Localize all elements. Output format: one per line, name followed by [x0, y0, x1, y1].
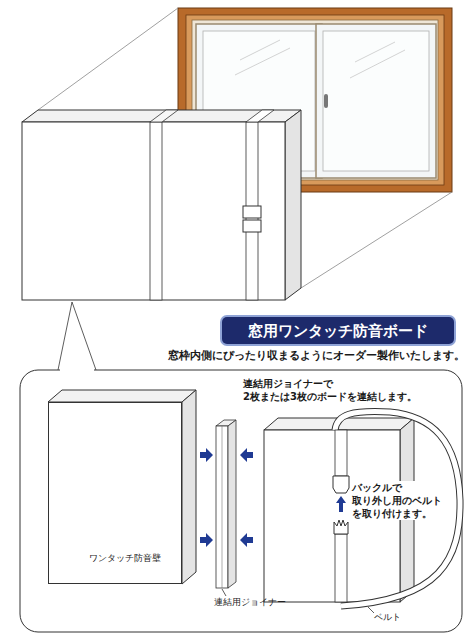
- belt: [335, 412, 460, 606]
- board-top: [22, 110, 301, 122]
- leader-line: [368, 607, 374, 613]
- subtitle-note: 窓枠内側にぴったり収まるようにオーダー製作いたします。: [168, 349, 465, 363]
- part-name: 連結用ジョイナー: [214, 597, 286, 608]
- glass-glare: [235, 48, 290, 75]
- window-sash: [316, 24, 436, 178]
- part-name: ベルト: [374, 612, 401, 623]
- belt: [335, 412, 460, 606]
- board-front: [22, 122, 285, 300]
- leader-line: [222, 589, 226, 596]
- callout-line: [72, 302, 96, 370]
- direction-arrow: [336, 496, 346, 512]
- direction-arrow: [240, 448, 253, 462]
- direction-arrow: [240, 533, 253, 547]
- glass-glare: [240, 40, 280, 60]
- glass-glare: [355, 42, 395, 62]
- joiner: [216, 426, 228, 588]
- callout-line: [58, 302, 72, 370]
- buckle-male: [334, 520, 348, 534]
- belt: [335, 534, 347, 602]
- callout-gap: [60, 369, 94, 371]
- direction-arrow: [200, 533, 213, 547]
- joiner-top: [150, 110, 178, 122]
- buckle-note: バックルで 取り外し用のベルト を取り付けます。: [352, 481, 442, 520]
- perspective-line: [301, 192, 452, 288]
- buckle: [243, 206, 261, 218]
- window-glass: [323, 31, 429, 171]
- direction-arrow: [200, 448, 213, 462]
- title-text: 窓用ワンタッチ防音ボード: [248, 322, 428, 340]
- board-side: [285, 110, 301, 300]
- board-top: [48, 390, 196, 402]
- joiner-groove: [222, 426, 223, 588]
- joiner-note: 連結用ジョイナーで 2枚または3枚のボードを連結します。: [243, 377, 425, 403]
- buckle-female: [333, 476, 349, 493]
- belt-top: [246, 110, 274, 122]
- window-handle: [324, 94, 328, 108]
- glass-glare: [350, 50, 405, 78]
- board-side: [182, 390, 196, 584]
- detail-panel: [20, 370, 462, 632]
- perspective-line: [38, 8, 178, 110]
- board-box: ワンタッチ防音壁: [48, 402, 182, 584]
- joiner-side: [228, 420, 236, 588]
- buckle: [243, 220, 261, 232]
- title-band: 窓用ワンタッチ防音ボード: [222, 317, 454, 344]
- belt: [335, 430, 347, 476]
- node-text: ワンタッチ防音壁: [89, 553, 161, 564]
- joiner-strip: [150, 122, 162, 300]
